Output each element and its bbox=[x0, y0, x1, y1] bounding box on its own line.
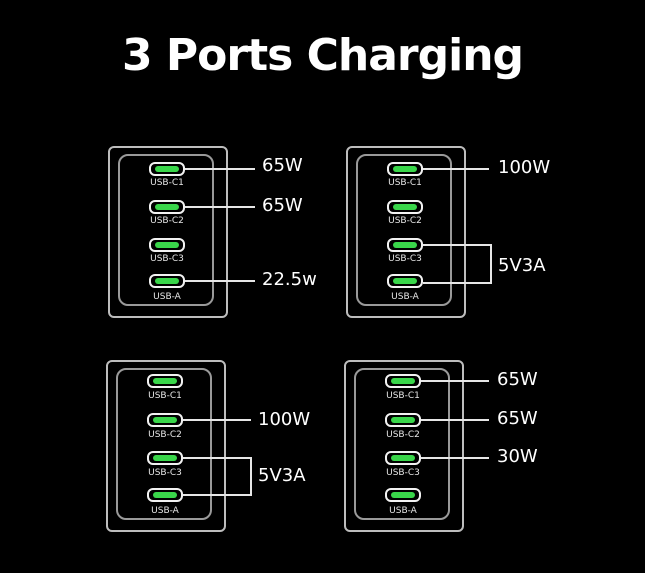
config-panel-3: USB-C1 USB-C2 USB-C3 USB-A 100W 5V3A bbox=[106, 360, 406, 550]
connector-line bbox=[185, 168, 255, 170]
usb-c1-output: 65W bbox=[497, 369, 538, 390]
usb-c1-label: USB-C1 bbox=[386, 391, 420, 401]
config-panel-1: USB-C1 USB-C2 USB-C3 USB-A 65W 65W 22.5w bbox=[108, 146, 408, 336]
usb-a-label: USB-A bbox=[391, 292, 419, 302]
bracket-line bbox=[183, 494, 251, 496]
bracket-line bbox=[423, 282, 491, 284]
usb-c2-label: USB-C2 bbox=[386, 430, 420, 440]
connector-line bbox=[421, 419, 489, 421]
config-panel-4: USB-C1 USB-C2 USB-C3 USB-A 65W 65W 30W bbox=[344, 360, 644, 550]
usb-a-port bbox=[147, 488, 183, 502]
usb-c3-port bbox=[149, 238, 185, 252]
charger-body bbox=[344, 360, 464, 532]
usb-c2-output: 65W bbox=[497, 408, 538, 429]
usb-c2-output: 100W bbox=[258, 409, 311, 430]
connector-line bbox=[423, 168, 489, 170]
connector-line bbox=[185, 280, 255, 282]
connector-line bbox=[421, 380, 489, 382]
charger-body bbox=[106, 360, 226, 532]
usb-c1-port bbox=[385, 374, 421, 388]
usb-a-label: USB-A bbox=[389, 506, 417, 516]
usb-c3-output: 30W bbox=[497, 446, 538, 467]
usb-c3-label: USB-C3 bbox=[150, 254, 184, 264]
usb-c3-label: USB-C3 bbox=[148, 468, 182, 478]
charger-body bbox=[346, 146, 466, 318]
connector-line bbox=[421, 457, 489, 459]
usb-a-port bbox=[149, 274, 185, 288]
usb-c1-port bbox=[147, 374, 183, 388]
usb-c3-label: USB-C3 bbox=[388, 254, 422, 264]
usb-c2-port bbox=[147, 413, 183, 427]
usb-c3-port bbox=[385, 451, 421, 465]
usb-a-output: 22.5w bbox=[262, 269, 317, 290]
usb-c2-port bbox=[387, 200, 423, 214]
usb-a-port bbox=[387, 274, 423, 288]
usb-a-port bbox=[385, 488, 421, 502]
usb-c1-output: 100W bbox=[498, 157, 551, 178]
bracket-line bbox=[250, 457, 252, 496]
connector-line bbox=[185, 206, 255, 208]
usb-a-label: USB-A bbox=[151, 506, 179, 516]
config-panel-2: USB-C1 USB-C2 USB-C3 USB-A 100W 5V3A bbox=[346, 146, 645, 336]
usb-c1-label: USB-C1 bbox=[148, 391, 182, 401]
charger-face bbox=[118, 154, 214, 306]
charger-body bbox=[108, 146, 228, 318]
usb-c2-port bbox=[385, 413, 421, 427]
usb-c1-label: USB-C1 bbox=[150, 178, 184, 188]
usb-c3-label: USB-C3 bbox=[386, 468, 420, 478]
usb-a-label: USB-A bbox=[153, 292, 181, 302]
usb-c2-label: USB-C2 bbox=[150, 216, 184, 226]
charger-face bbox=[356, 154, 452, 306]
usb-c1-port bbox=[387, 162, 423, 176]
bracket-line bbox=[183, 457, 251, 459]
usb-c3-port bbox=[387, 238, 423, 252]
usb-c1-port bbox=[149, 162, 185, 176]
usb-c3-usb-a-output: 5V3A bbox=[498, 255, 546, 276]
bracket-line bbox=[490, 244, 492, 284]
bracket-line bbox=[423, 244, 491, 246]
charger-face bbox=[116, 368, 212, 520]
usb-c2-output: 65W bbox=[262, 195, 303, 216]
usb-c3-port bbox=[147, 451, 183, 465]
usb-c2-port bbox=[149, 200, 185, 214]
usb-c2-label: USB-C2 bbox=[148, 430, 182, 440]
usb-c1-label: USB-C1 bbox=[388, 178, 422, 188]
usb-c2-label: USB-C2 bbox=[388, 216, 422, 226]
usb-c3-usb-a-output: 5V3A bbox=[258, 465, 306, 486]
charger-face bbox=[354, 368, 450, 520]
page-title: 3 Ports Charging bbox=[121, 30, 524, 81]
connector-line bbox=[183, 419, 251, 421]
usb-c1-output: 65W bbox=[262, 155, 303, 176]
